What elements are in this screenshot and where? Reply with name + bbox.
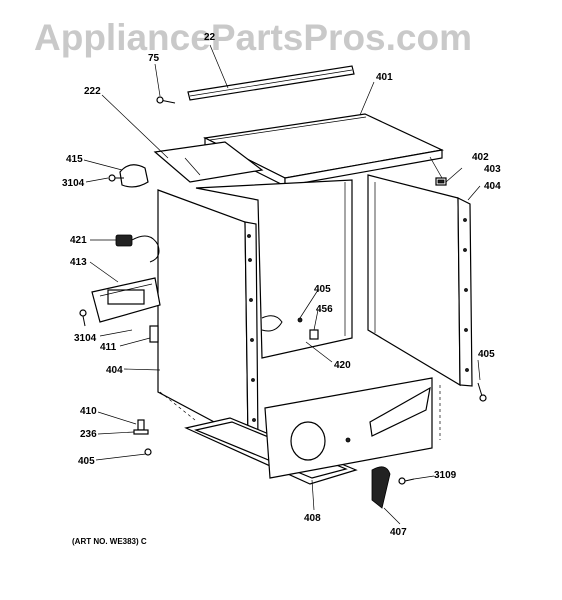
callout-3104-lower: 3104 xyxy=(74,333,97,344)
callout-403: 403 xyxy=(484,164,501,175)
part-terminal-block xyxy=(91,277,161,323)
callout-401: 401 xyxy=(376,72,393,83)
callout-408: 408 xyxy=(304,513,321,524)
callout-405-left: 405 xyxy=(78,456,95,467)
callout-404-left: 404 xyxy=(106,365,123,376)
callout-402: 402 xyxy=(472,152,489,163)
part-top-rail xyxy=(187,65,355,101)
part-right-side-panel xyxy=(367,174,473,387)
callout-411: 411 xyxy=(100,342,117,353)
art-number: (ART NO. WE383) C xyxy=(72,537,147,546)
callout-75: 75 xyxy=(148,53,160,64)
leader-lines xyxy=(83,44,481,525)
part-base-frame xyxy=(184,377,433,485)
part-power-cord xyxy=(115,234,160,263)
callout-410: 410 xyxy=(80,406,97,417)
callout-3104-upper: 3104 xyxy=(62,178,85,189)
callout-236: 236 xyxy=(80,429,97,440)
part-rear-bracket xyxy=(153,141,264,183)
part-foot-410 xyxy=(133,419,149,435)
callout-415: 415 xyxy=(66,154,83,165)
part-top-panel xyxy=(203,113,444,187)
part-screw-3104-lower xyxy=(79,309,87,327)
part-screw-405-left xyxy=(144,448,152,456)
callout-405-mid: 405 xyxy=(314,284,331,295)
part-strain-relief xyxy=(149,325,159,343)
callout-22: 22 xyxy=(204,32,216,43)
callout-222: 222 xyxy=(84,86,101,97)
part-latch-407 xyxy=(371,466,391,509)
callout-404-right: 404 xyxy=(484,181,501,192)
watermark: AppliancePartsPros.com xyxy=(34,17,472,58)
callout-407: 407 xyxy=(390,527,407,538)
part-left-side-panel xyxy=(157,189,259,445)
part-duct-cover xyxy=(119,164,149,188)
part-screw-405-right xyxy=(477,382,487,402)
part-clip-402 xyxy=(435,177,447,186)
part-rear-panel xyxy=(195,179,353,359)
part-screw-3109 xyxy=(398,477,415,485)
callout-3109: 3109 xyxy=(434,470,457,481)
part-screw-3104-upper xyxy=(108,174,124,182)
callout-405-right: 405 xyxy=(478,349,495,360)
callout-420: 420 xyxy=(334,360,351,371)
callout-421: 421 xyxy=(70,235,87,246)
callout-456: 456 xyxy=(316,304,333,315)
part-screw-75 xyxy=(156,96,176,104)
callout-413: 413 xyxy=(70,257,87,268)
